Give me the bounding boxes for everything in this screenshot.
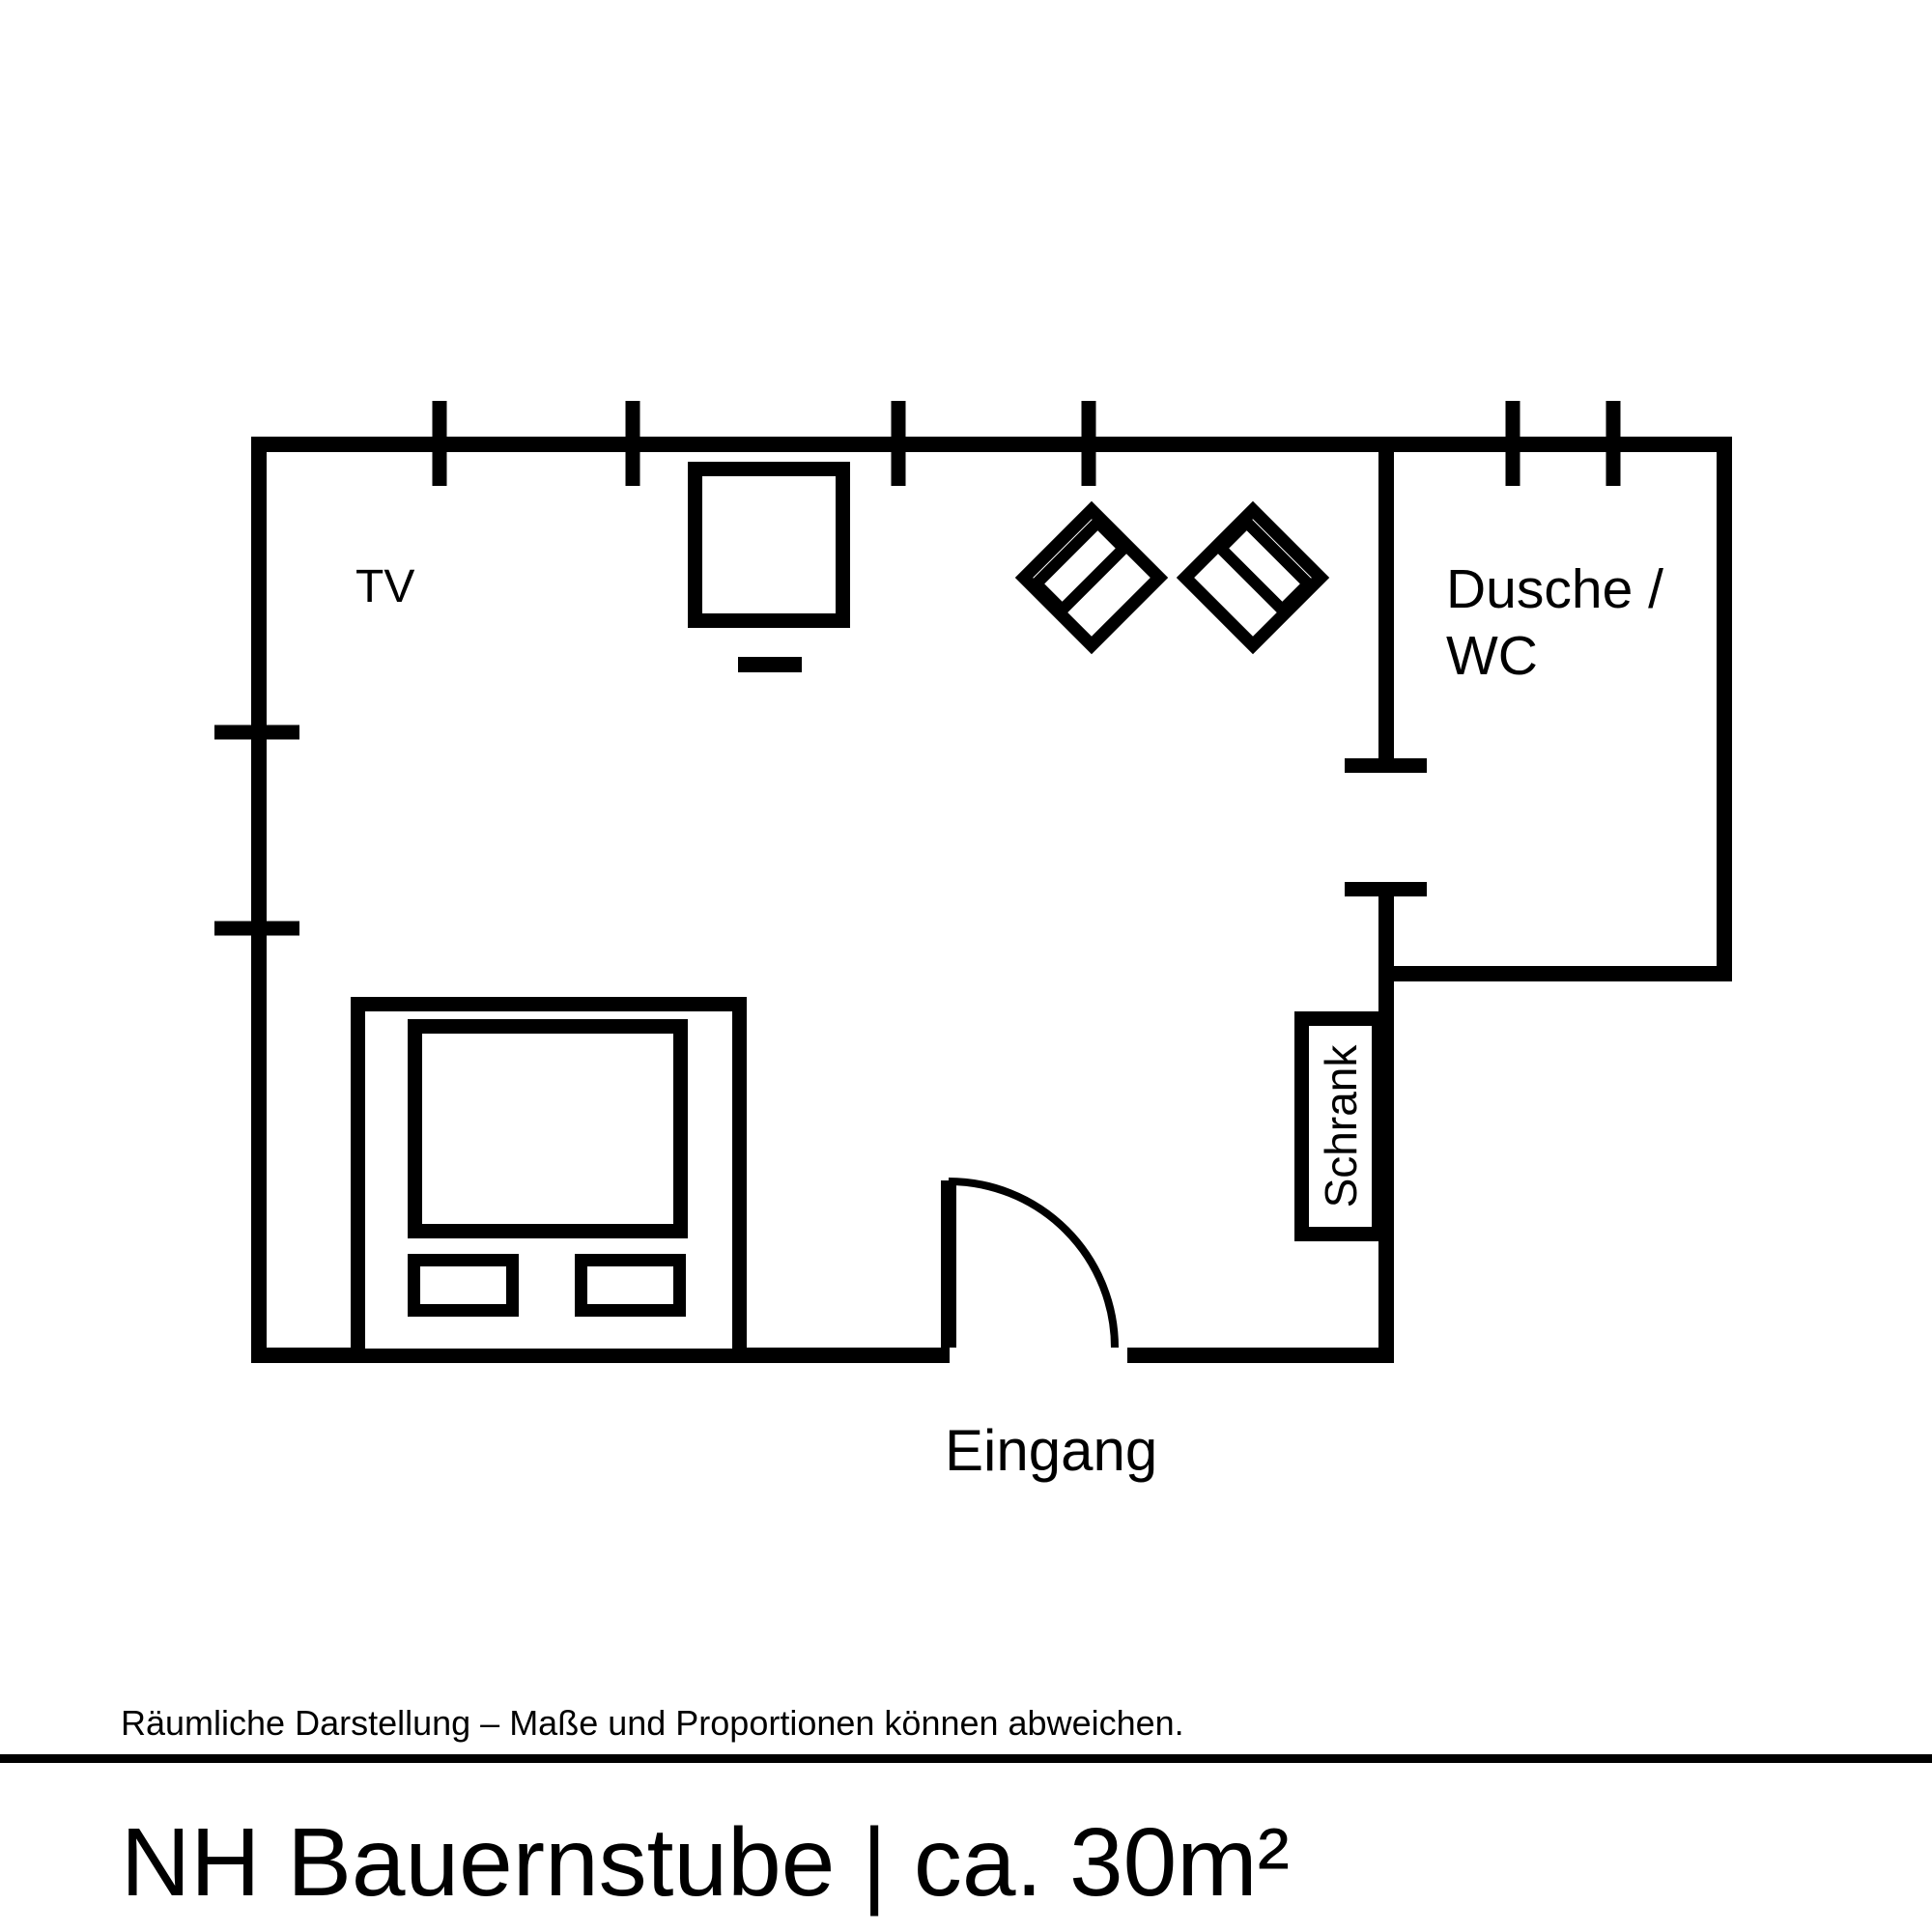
door-leaf [941, 1180, 956, 1348]
bed-mattress [408, 1019, 688, 1238]
chair-left [1014, 500, 1169, 655]
closet-box [1294, 1011, 1386, 1241]
windows [214, 401, 1621, 936]
table-top [688, 462, 850, 628]
table-mark [738, 657, 802, 672]
footer-divider-rule [0, 1754, 1932, 1763]
door-jamb-lower [1345, 882, 1427, 896]
label-bathroom-line1: Dusche / [1446, 558, 1663, 620]
window-tick-left-2 [214, 921, 299, 936]
window-tick-top-2 [625, 401, 640, 486]
table [688, 462, 850, 672]
label-entrance: Eingang [945, 1418, 1157, 1483]
chair-right-back [1212, 514, 1317, 618]
window-tick-top-4 [1081, 401, 1096, 486]
window-tick-top-3 [891, 401, 906, 486]
window-tick-left-1 [214, 724, 299, 740]
bed-pillow-left [408, 1254, 519, 1317]
label-tv: TV [355, 561, 414, 612]
window-tick-top-1 [432, 401, 447, 486]
page-title: NH Bauernstube | ca. 30m² [121, 1808, 1290, 1917]
wall-divider-upper [1378, 437, 1394, 758]
bed [351, 997, 747, 1363]
bed-pillow-right [575, 1254, 686, 1317]
wall-bottom-right-segment [1127, 1348, 1394, 1363]
closet [1294, 1011, 1386, 1241]
label-bathroom-line2: WC [1446, 625, 1538, 687]
footer-disclaimer: Räumliche Darstellung – Maße und Proport… [121, 1703, 1184, 1743]
wall-top [251, 437, 1732, 452]
window-tick-top-5 [1505, 401, 1520, 486]
entrance-door [941, 1178, 1119, 1349]
door-swing-arc [948, 1178, 1119, 1349]
walls [251, 437, 1732, 1363]
wall-left [251, 437, 267, 1363]
chair-right [1176, 500, 1330, 655]
label-closet: Schrank [1316, 1044, 1366, 1208]
wall-bathroom-bottom [1378, 966, 1732, 981]
window-tick-top-6 [1605, 401, 1621, 486]
wall-right-bathroom [1717, 437, 1732, 981]
chair-left-back [1028, 514, 1132, 618]
door-jamb-upper [1345, 758, 1427, 773]
